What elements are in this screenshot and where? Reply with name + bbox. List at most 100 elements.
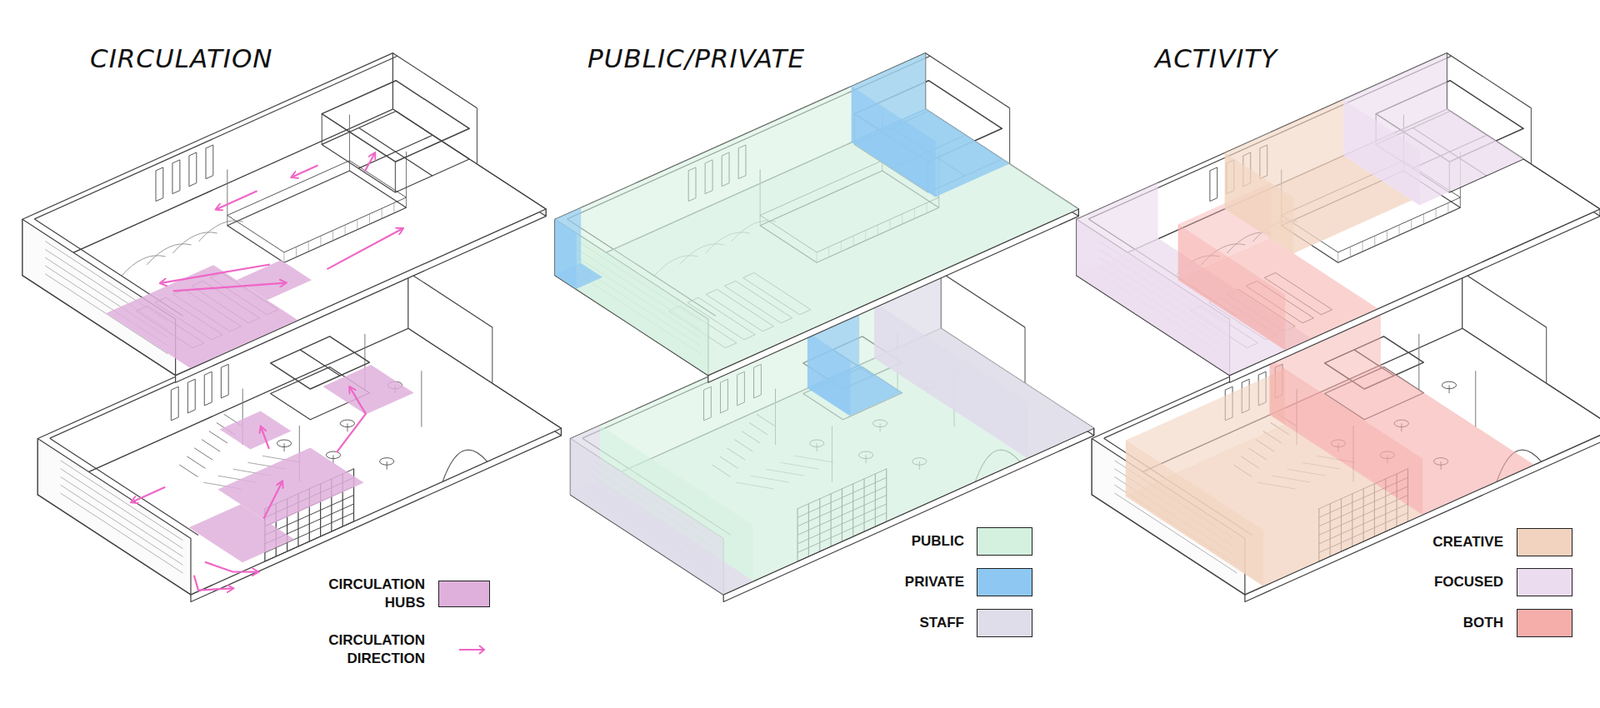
view-title-box: PUBLIC/PRIVATE: [587, 43, 805, 74]
end-wall: [1446, 53, 1531, 109]
circulation-arrow: [194, 575, 233, 591]
legend-label: FOCUSED: [1434, 573, 1504, 592]
window: [189, 152, 197, 187]
shelving: [60, 493, 184, 574]
drawing-group: [22, 53, 1600, 603]
column: [405, 151, 407, 208]
end-wall: [1546, 383, 1600, 429]
circulation-arrow: [336, 387, 366, 453]
legend-swatch: [1516, 568, 1573, 597]
legend-row: PRIVATE: [905, 573, 965, 592]
circulation-arrow: [160, 265, 270, 284]
end-wall: [392, 53, 477, 109]
column: [1418, 334, 1420, 390]
railing-post: [369, 214, 370, 225]
legend-row: STAFF: [919, 614, 965, 633]
window: [204, 371, 212, 406]
legend-swatch: [976, 527, 1033, 556]
table-leg: [386, 461, 388, 470]
legend-label: CIRCULATION DIRECTION: [308, 631, 425, 669]
floor-plate: [570, 328, 1094, 595]
end-wall: [1025, 327, 1026, 384]
window: [187, 379, 195, 414]
railing-post: [1374, 235, 1375, 246]
railing-post: [1386, 230, 1388, 241]
legend-row: PUBLIC: [911, 532, 965, 551]
end-wall: [491, 327, 493, 384]
circulation-arrow: [205, 562, 258, 573]
end-wall: [476, 164, 546, 210]
table-leg: [284, 443, 285, 452]
room-outline: [321, 80, 470, 162]
legend-label: PRIVATE: [905, 573, 965, 592]
zone-wall: [555, 219, 577, 290]
legend-row: CREATIVE: [1432, 533, 1504, 552]
railing-post: [1423, 214, 1425, 225]
railing-post: [1460, 197, 1461, 208]
railing-post: [283, 252, 285, 263]
roof-truss: [198, 220, 243, 242]
railing-post: [1350, 246, 1351, 257]
legend-swatch: [1516, 528, 1573, 557]
railing-post: [1410, 219, 1412, 230]
room-outline: [395, 161, 396, 193]
circulation-arrow: [173, 283, 286, 292]
legend-row: FOCUSED: [1434, 573, 1504, 592]
wall-thickness: [50, 438, 199, 535]
view-title: ACTIVITY: [1155, 43, 1278, 74]
legend-label: PUBLIC: [911, 532, 965, 551]
railing-post: [1399, 225, 1400, 235]
zone-floor: [322, 365, 414, 415]
window: [172, 160, 180, 195]
legend-row: BOTH: [1463, 614, 1504, 633]
circulation-arrow: [260, 427, 270, 450]
zone-wall: [874, 302, 1028, 459]
end-wall: [1545, 327, 1547, 384]
end-wall: [492, 383, 562, 429]
railing-post: [1337, 252, 1339, 263]
legend-label: CIRCULATION HUBS: [308, 575, 425, 613]
zone-wall: [1225, 152, 1295, 254]
atrium-railing: [227, 160, 407, 253]
window: [170, 386, 179, 421]
legend-arrow: [457, 644, 488, 656]
zone-wall: [1178, 224, 1286, 350]
zone-wall: [1270, 359, 1424, 515]
roof-truss: [120, 255, 165, 277]
railing-post: [356, 219, 358, 230]
window: [220, 364, 229, 399]
room-outline: [321, 114, 323, 145]
shelving: [60, 460, 184, 541]
railing-post: [1447, 203, 1449, 214]
railing-post: [1362, 241, 1364, 252]
railing-post: [393, 203, 395, 214]
legend-swatch: [438, 580, 490, 608]
roof-truss: [172, 232, 217, 254]
window: [205, 145, 214, 180]
railing-post: [1435, 208, 1437, 219]
circulation-arrow: [365, 153, 375, 172]
legend-label: STAFF: [919, 614, 965, 633]
zone-floor: [189, 504, 295, 563]
column: [420, 370, 422, 427]
zone-wall: [1125, 440, 1264, 587]
legend-arrow-line: [459, 645, 485, 655]
atrium-void: [227, 170, 407, 263]
table-leg: [332, 455, 334, 464]
end-wall: [1530, 108, 1532, 165]
legend-label: CREATIVE: [1432, 533, 1504, 552]
view-title: CIRCULATION: [90, 43, 274, 74]
zone-wall: [1343, 100, 1420, 206]
zone-wall: [851, 86, 936, 198]
window: [1210, 167, 1218, 202]
room-outline: [321, 110, 470, 192]
railing-post: [345, 225, 346, 235]
stair-tread: [201, 440, 220, 452]
zone-wall: [807, 332, 850, 417]
stair-tread: [194, 448, 213, 460]
shelving: [60, 485, 184, 565]
stair-tread: [209, 431, 228, 444]
circulation-arrow: [216, 190, 258, 210]
stair-tread: [186, 456, 205, 469]
